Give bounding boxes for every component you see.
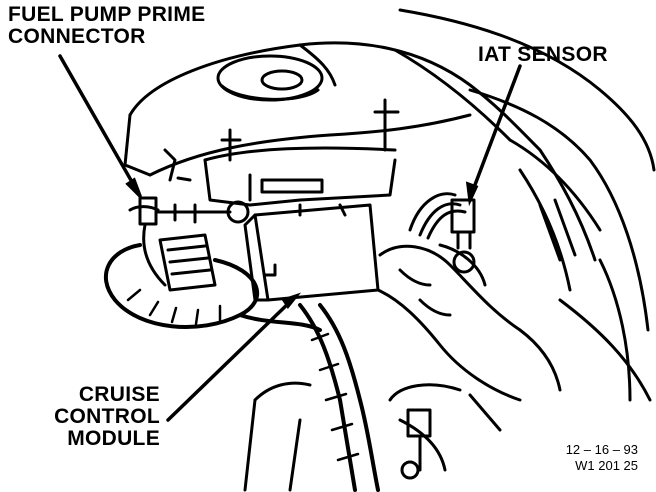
left-detail xyxy=(163,148,192,182)
cruise-module-box xyxy=(243,203,380,302)
wire-harness-loom xyxy=(103,243,380,492)
cruise-control-module-line-2: CONTROL xyxy=(54,405,160,428)
lower-engine-outline xyxy=(243,381,502,492)
air-cleaner-cap xyxy=(216,54,324,102)
fuel-pump-prime-leader xyxy=(58,54,142,198)
iat-sensor-leader xyxy=(468,64,522,200)
cruise-control-module-line-3: MODULE xyxy=(67,427,160,450)
fuel-pump-prime-connector-label: FUEL PUMP PRIME CONNECTOR xyxy=(8,4,205,48)
intake-duct xyxy=(376,244,562,402)
fuel-pump-prime-arrowhead xyxy=(125,177,142,198)
prime-connector-assembly xyxy=(128,196,250,287)
cruise-module-leader xyxy=(166,296,296,422)
figure-code: 12 – 16 – 93 W1 201 25 xyxy=(520,442,638,474)
cruise-control-module-label: CRUISE CONTROL MODULE xyxy=(42,384,160,450)
harness-connector xyxy=(158,233,217,292)
cruise-module-arrowhead xyxy=(281,292,302,309)
iat-sensor-arrowhead xyxy=(465,181,479,207)
intake-plenum xyxy=(203,98,400,207)
fuel-pump-prime-connector-line-1: FUEL PUMP PRIME xyxy=(8,3,206,26)
iat-sensor-label: IAT SENSOR xyxy=(478,43,608,66)
iat-sensor-assembly xyxy=(408,192,487,287)
fuel-pump-prime-connector-line-2: CONNECTOR xyxy=(8,25,146,48)
loom-ribs xyxy=(126,288,360,462)
fender-panel xyxy=(398,8,656,402)
figure-reference: W1 201 25 xyxy=(575,458,638,473)
figure-date: 12 – 16 – 93 xyxy=(565,442,638,457)
air-cleaner-housing xyxy=(123,41,542,177)
cruise-control-module-line-1: CRUISE xyxy=(78,383,160,406)
